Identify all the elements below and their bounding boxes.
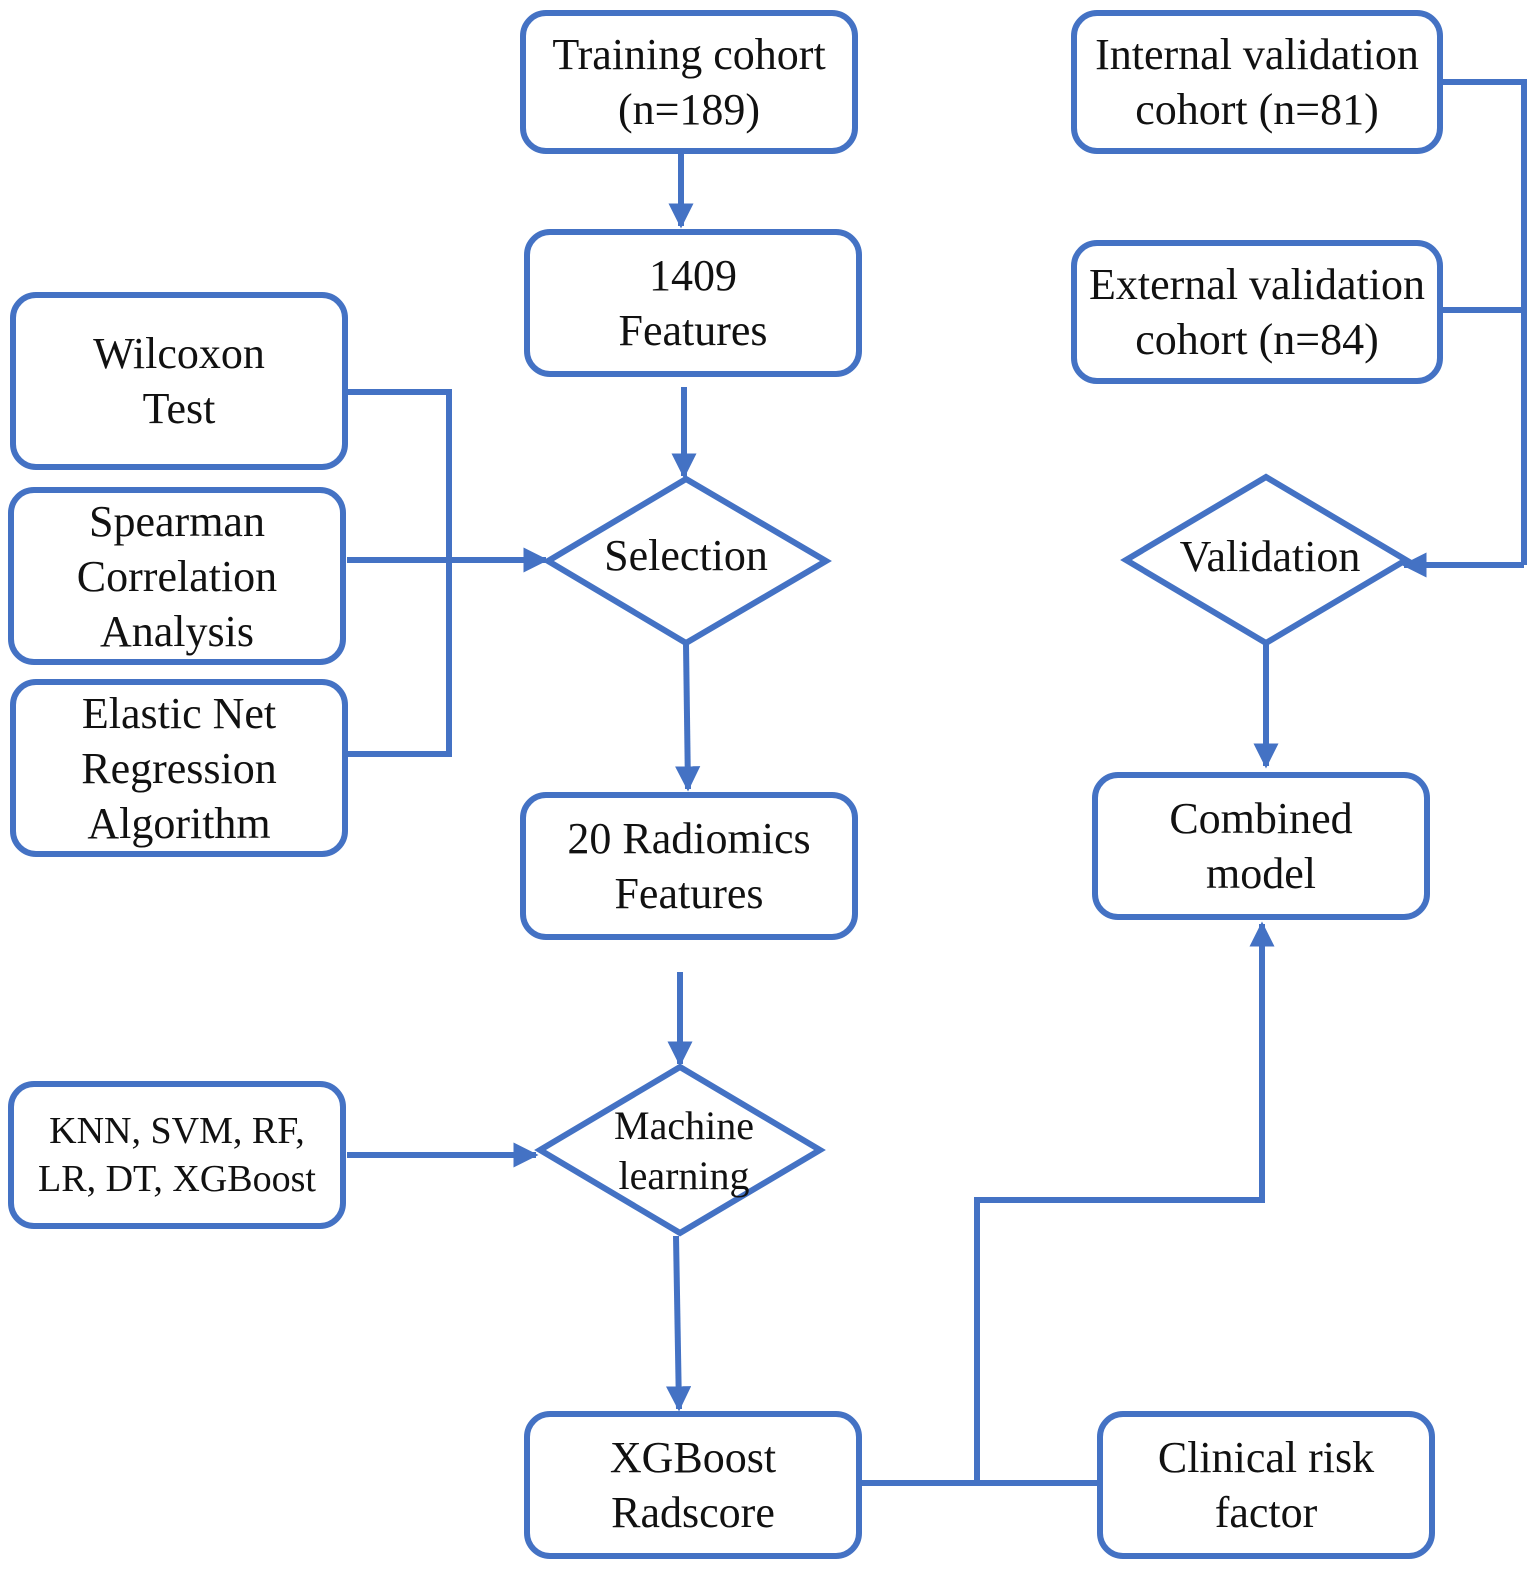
training-cohort-box: Training cohort (n=189): [520, 10, 858, 154]
arrow-selection-to-radiomics: [675, 643, 701, 792]
arrow-ml-to-radscore: [666, 1235, 692, 1412]
features-label: 1409 Features: [618, 251, 768, 355]
clinical-risk-label: Clinical risk factor: [1157, 1433, 1375, 1537]
training-cohort-label: Training cohort (n=189): [552, 30, 826, 134]
ml-diamond: [534, 1063, 826, 1237]
validation-diamond: [1120, 473, 1412, 647]
radiomics-box: 20 Radiomics Features: [520, 792, 858, 940]
internal-validation-label: Internal validation cohort (n=81): [1095, 30, 1419, 134]
elastic-net-label: Elastic Net Regression Algorithm: [81, 688, 277, 848]
spearman-label: Spearman Correlation Analysis: [76, 496, 278, 656]
radscore-box: XGBoost Radscore: [524, 1411, 862, 1559]
external-validation-label: External validation cohort (n=84): [1089, 260, 1425, 364]
selection-diamond: [542, 475, 832, 647]
combined-model-label: Combined model: [1169, 794, 1353, 898]
bracket-validation-cohorts: [1443, 79, 1527, 565]
wilcoxon-label: Wilcoxon Test: [93, 329, 265, 433]
bracket-wilcoxon: [347, 389, 452, 757]
wilcoxon-box: Wilcoxon Test: [10, 292, 348, 470]
combined-model-box: Combined model: [1092, 772, 1430, 920]
algorithms-label: KNN, SVM, RF, LR, DT, XGBoost: [38, 1110, 316, 1200]
features-box: 1409 Features: [524, 229, 862, 377]
validation-label: Validation: [1179, 532, 1361, 581]
algorithms-box: KNN, SVM, RF, LR, DT, XGBoost: [8, 1081, 346, 1229]
spearman-box: Spearman Correlation Analysis: [8, 487, 346, 665]
radiomics-label: 20 Radiomics Features: [567, 814, 811, 918]
external-validation-box: External validation cohort (n=84): [1071, 240, 1443, 384]
elastic-net-box: Elastic Net Regression Algorithm: [10, 679, 348, 857]
ml-label: Machine learning: [614, 1103, 754, 1198]
arrow-to-combined: [974, 921, 1275, 1483]
internal-validation-box: Internal validation cohort (n=81): [1071, 10, 1443, 154]
clinical-risk-box: Clinical risk factor: [1097, 1411, 1435, 1559]
radscore-label: XGBoost Radscore: [609, 1433, 777, 1537]
selection-label: Selection: [604, 531, 768, 580]
